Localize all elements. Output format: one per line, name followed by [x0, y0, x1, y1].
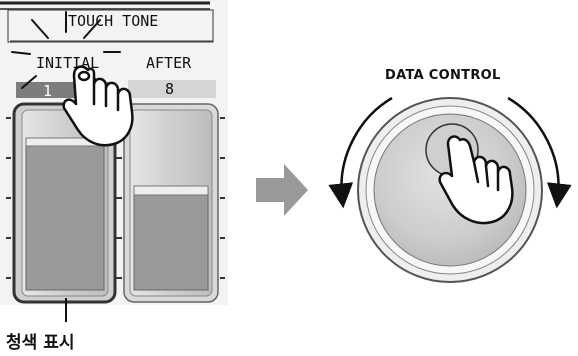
- initial-label[interactable]: INITIAL: [36, 54, 100, 72]
- initial-slider[interactable]: [12, 102, 117, 304]
- after-value: 8: [165, 80, 175, 98]
- finger-press-icon: [62, 65, 134, 147]
- initial-value: 1: [43, 82, 53, 100]
- scale-ticks: [6, 117, 225, 279]
- after-label[interactable]: AFTER: [146, 54, 192, 72]
- highlight-caption: 청색 표시: [6, 333, 75, 353]
- touch-tone-title: TOUCH TONE: [68, 12, 159, 30]
- next-arrow-icon: [256, 164, 308, 216]
- finger-turn-icon: [438, 135, 514, 225]
- after-value-box: [128, 80, 216, 98]
- after-slider[interactable]: [123, 103, 219, 303]
- data-control-label: DATA CONTROL: [385, 68, 501, 83]
- rotate-arrow-icon: [328, 96, 572, 209]
